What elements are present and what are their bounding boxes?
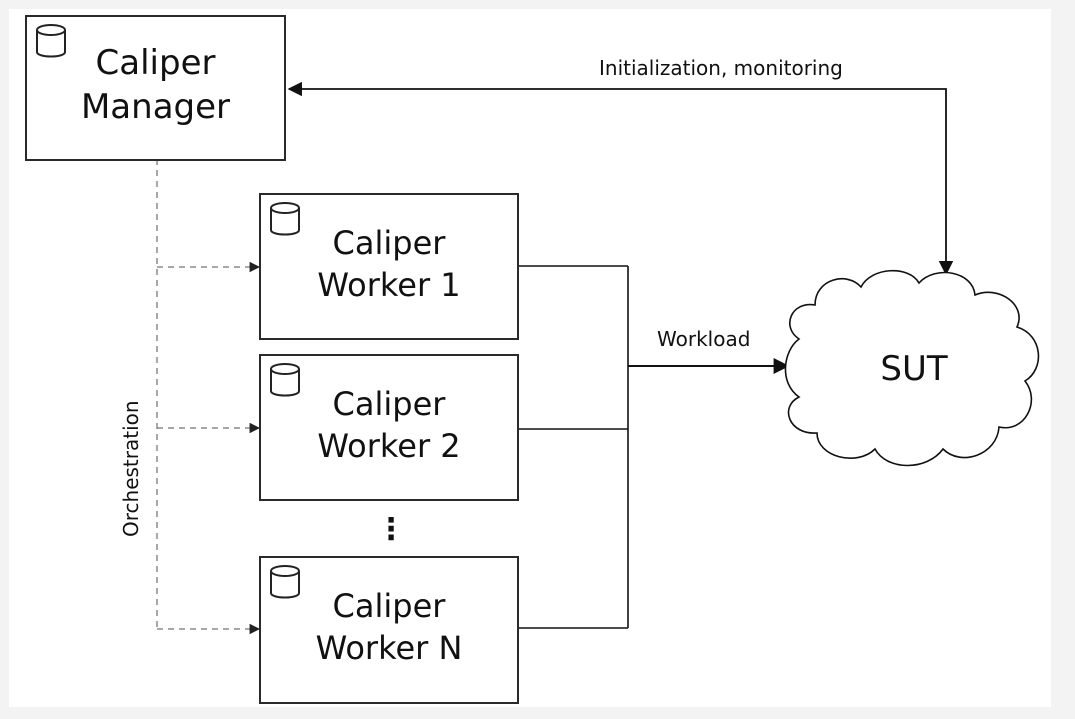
- database-icon: [270, 202, 300, 236]
- caliper-manager-box: Caliper Manager: [25, 15, 286, 161]
- connectors: [156, 81, 1040, 635]
- worker-n-label: Caliper Worker N: [261, 586, 517, 669]
- init-monitoring-label: Initialization, monitoring: [599, 56, 843, 80]
- diagram-canvas: Caliper Manager Caliper Worker 1 Caliper…: [9, 9, 1051, 707]
- database-icon: [270, 565, 300, 599]
- workload-label: Workload: [657, 327, 751, 351]
- caliper-worker-2-box: Caliper Worker 2: [259, 354, 519, 501]
- sut-cloud: [784, 269, 1040, 467]
- worker-n-label-line-2: Worker N: [315, 628, 463, 667]
- caliper-worker-1-box: Caliper Worker 1: [259, 193, 519, 340]
- database-icon: [270, 363, 300, 397]
- worker-2-label-line-2: Worker 2: [317, 426, 461, 465]
- worker-n-label-line-1: Caliper: [332, 587, 446, 625]
- worker-1-label-line-2: Worker 1: [317, 265, 461, 304]
- worker-1-label-line-1: Caliper: [332, 224, 446, 262]
- sut-label: SUT: [880, 349, 948, 389]
- worker-1-label: Caliper Worker 1: [261, 223, 517, 306]
- worker-2-label: Caliper Worker 2: [261, 384, 517, 467]
- caliper-worker-n-box: Caliper Worker N: [259, 556, 519, 704]
- database-icon: [36, 24, 66, 58]
- init-monitoring-arrow: [287, 81, 954, 276]
- manager-label-line-1: Caliper: [95, 43, 216, 83]
- more-workers-ellipsis: ⋮: [376, 512, 406, 547]
- worker-2-label-line-1: Caliper: [332, 385, 446, 423]
- orchestration-label: Orchestration: [119, 400, 143, 537]
- manager-label: Caliper Manager: [27, 41, 284, 129]
- manager-label-line-2: Manager: [80, 87, 231, 128]
